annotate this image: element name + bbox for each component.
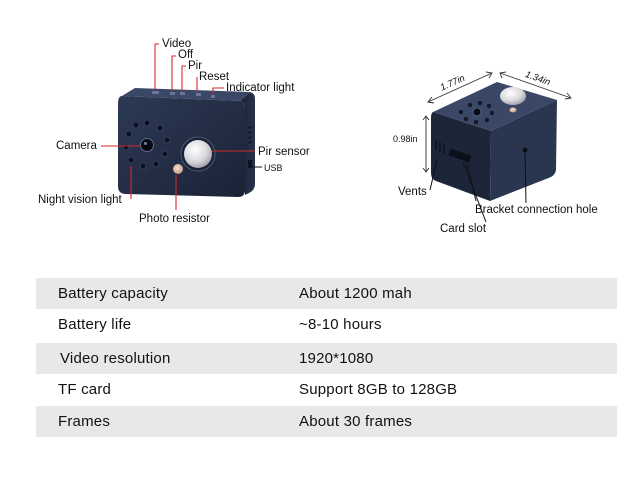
dimension-camera-illustration [431,82,557,201]
reset-button [196,93,201,96]
photo-resistor [173,164,183,174]
back-callout-lines [429,151,527,223]
spec-label: Video resolution [60,350,171,367]
spec-row-tf-card: TF card Support 8GB to 128GB [36,374,617,405]
label-photo-resistor: Photo resistor [139,213,210,225]
label-pir-sensor: Pir sensor [258,146,310,158]
spec-label: Battery life [58,316,132,333]
spec-table: Battery capacity About 1200 mah Battery … [36,278,617,437]
product-diagram: Video Off Pir Reset Indicator light Came… [38,38,598,235]
camera-lens-glint [144,142,147,145]
night-vision-leds [122,119,171,170]
label-bracket-connection-hole: Bracket connection hole [475,204,598,216]
camera-lens [140,138,154,152]
spec-label: Battery capacity [58,285,168,302]
indicator-light [211,95,215,98]
label-usb: USB [264,163,283,173]
label-vents: Vents [398,186,427,198]
card-slot [448,148,472,163]
dim-width: 1.34in [524,69,552,88]
label-night-vision-light: Night vision light [38,194,123,206]
top-lens [472,107,482,117]
bracket-hole [522,147,528,153]
back-vents [435,140,445,154]
top-leds [458,100,495,125]
spec-value: 1920*1080 [299,350,374,367]
spec-row-battery-life: Battery life ~8-10 hours [36,309,617,340]
label-camera: Camera [56,140,98,152]
off-switch [170,92,175,95]
pir-sensor-dome [184,140,212,168]
label-card-slot: Card slot [440,223,487,235]
top-photo-resistor [509,107,517,113]
usb-port [248,160,252,168]
label-indicator-light: Indicator light [226,82,295,94]
spec-row-video-resolution: Video resolution 1920*1080 [36,343,617,374]
spec-value: About 30 frames [299,413,413,430]
spec-label: TF card [58,381,112,398]
label-off: Off [178,49,194,61]
spec-row-frames: Frames About 30 frames [36,406,617,437]
dimension-lines [422,71,572,173]
front-callout-lines [101,43,255,210]
label-video: Video [162,38,191,50]
front-camera-illustration [118,88,255,197]
dim-height: 0.98in [393,134,418,144]
label-reset: Reset [199,71,230,83]
label-pir: Pir [188,60,202,72]
spec-label: Frames [58,413,111,430]
spec-value: About 1200 mah [299,285,412,302]
spec-value: Support 8GB to 128GB [299,381,458,398]
video-button [152,91,159,94]
front-cam-side-face [240,92,255,195]
pir-switch [180,92,185,95]
top-pir-dome [500,87,526,105]
spec-value: ~8-10 hours [299,316,382,333]
side-vents [247,126,253,144]
spec-row-battery-capacity: Battery capacity About 1200 mah [36,278,617,309]
